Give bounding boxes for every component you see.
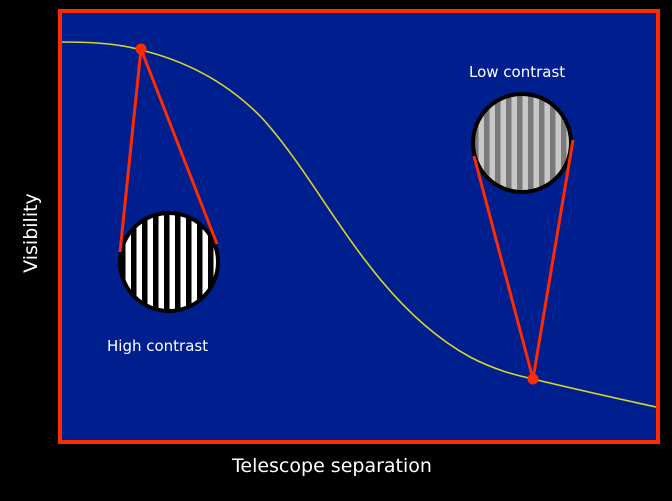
- low-fringe-stripe: [473, 94, 479, 192]
- low-fringe-stripe: [550, 94, 556, 192]
- low-connector-left: [472, 155, 535, 380]
- x-axis-label: Telescope separation: [232, 455, 432, 477]
- high-fringe-stripe: [131, 213, 137, 311]
- low-fringe-stripe: [528, 94, 534, 192]
- high-fringe-stripe: [175, 213, 181, 311]
- low-contrast-label: Low contrast: [469, 63, 566, 81]
- high-fringe-stripe: [142, 213, 148, 311]
- low-fringe-stripe: [517, 94, 523, 192]
- high-contrast-marker: [135, 43, 147, 55]
- y-axis-label: Visibility: [20, 193, 42, 273]
- high-connector-right: [139, 48, 219, 245]
- low-connector-right: [531, 139, 575, 380]
- low-fringe-stripe: [539, 94, 545, 192]
- low-fringe-stripe: [506, 94, 512, 192]
- low-fringe-stripe: [495, 94, 501, 192]
- high-fringe-stripe: [164, 213, 170, 311]
- low-contrast-marker: [527, 373, 539, 385]
- high-fringe-stripe: [208, 213, 214, 311]
- low-fringe-stripe: [561, 94, 567, 192]
- low-fringe-stripe: [484, 94, 490, 192]
- high-contrast-fringe: [118, 211, 220, 313]
- high-fringe-stripe: [186, 213, 192, 311]
- high-fringe-stripe: [120, 213, 126, 311]
- high-contrast-label: High contrast: [107, 337, 209, 355]
- high-fringe-stripe: [197, 213, 203, 311]
- high-connector-left: [118, 48, 143, 253]
- high-fringe-stripe: [153, 213, 159, 311]
